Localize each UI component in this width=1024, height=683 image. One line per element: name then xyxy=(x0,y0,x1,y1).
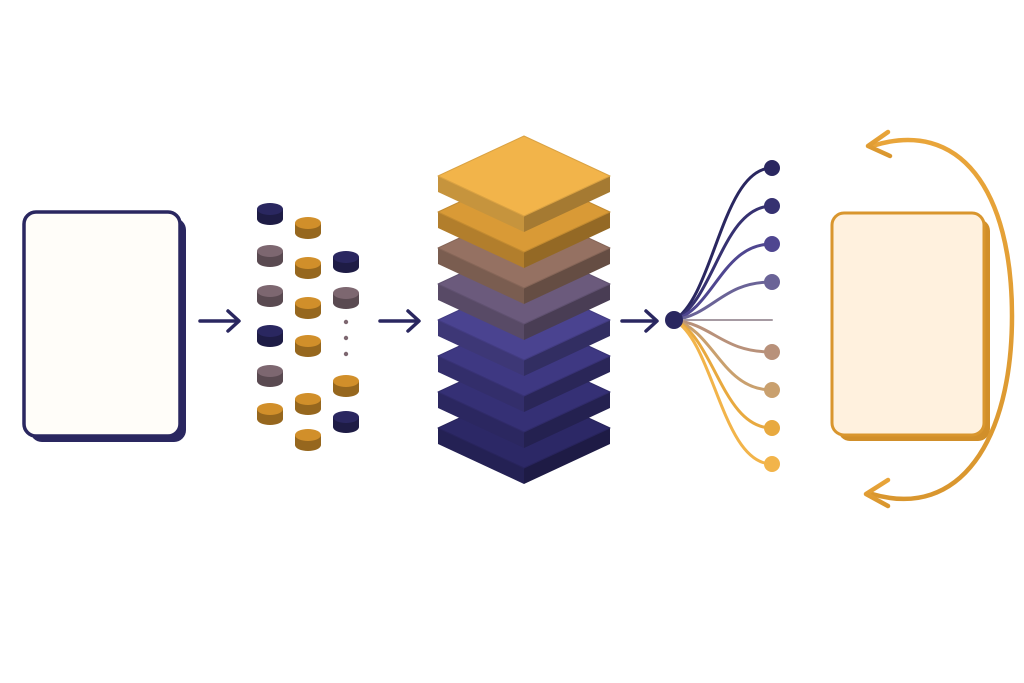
loop-arrow-icon xyxy=(863,129,1015,509)
token-icon xyxy=(295,335,321,357)
branch-node-icon xyxy=(764,236,780,252)
token-icon xyxy=(257,325,283,347)
branch-line xyxy=(672,236,780,322)
ellipsis-dot-icon xyxy=(343,335,349,341)
token-icon xyxy=(257,403,283,425)
token-icon xyxy=(295,297,321,319)
token-icon xyxy=(333,251,359,273)
branch-node-icon xyxy=(764,344,780,360)
branch-node-icon xyxy=(764,274,780,290)
fan-out-icon xyxy=(665,160,780,472)
stacked-layers-icon xyxy=(437,135,611,484)
branch-line xyxy=(672,318,780,436)
branch-line xyxy=(672,160,780,322)
branch-line xyxy=(672,318,780,360)
input-document-icon xyxy=(22,210,186,442)
token-icon xyxy=(257,365,283,387)
branch-node-icon xyxy=(764,382,780,398)
token-icon xyxy=(295,217,321,239)
branch-line xyxy=(672,274,780,322)
token-icon xyxy=(333,411,359,433)
branch-node-icon xyxy=(764,198,780,214)
token-grid-icon xyxy=(257,203,359,451)
branch-line xyxy=(672,318,780,398)
branch-line xyxy=(672,318,780,472)
arrow-right-icon xyxy=(620,309,659,333)
branch-node-icon xyxy=(764,160,780,176)
token-icon xyxy=(295,393,321,415)
branch-node-icon xyxy=(764,420,780,436)
token-icon xyxy=(333,375,359,397)
output-document-icon xyxy=(830,211,990,441)
token-icon xyxy=(257,203,283,225)
token-icon xyxy=(333,287,359,309)
token-icon xyxy=(295,257,321,279)
branch-line xyxy=(672,198,780,322)
branch-node-icon xyxy=(764,456,780,472)
token-icon xyxy=(257,285,283,307)
ellipsis-dot-icon xyxy=(343,319,349,325)
source-node-icon xyxy=(665,311,683,329)
arrow-right-icon xyxy=(378,309,421,333)
ellipsis-dot-icon xyxy=(343,351,349,357)
token-icon xyxy=(295,429,321,451)
token-icon xyxy=(257,245,283,267)
arrow-right-icon xyxy=(198,309,241,333)
layer-slab-icon xyxy=(437,135,611,232)
